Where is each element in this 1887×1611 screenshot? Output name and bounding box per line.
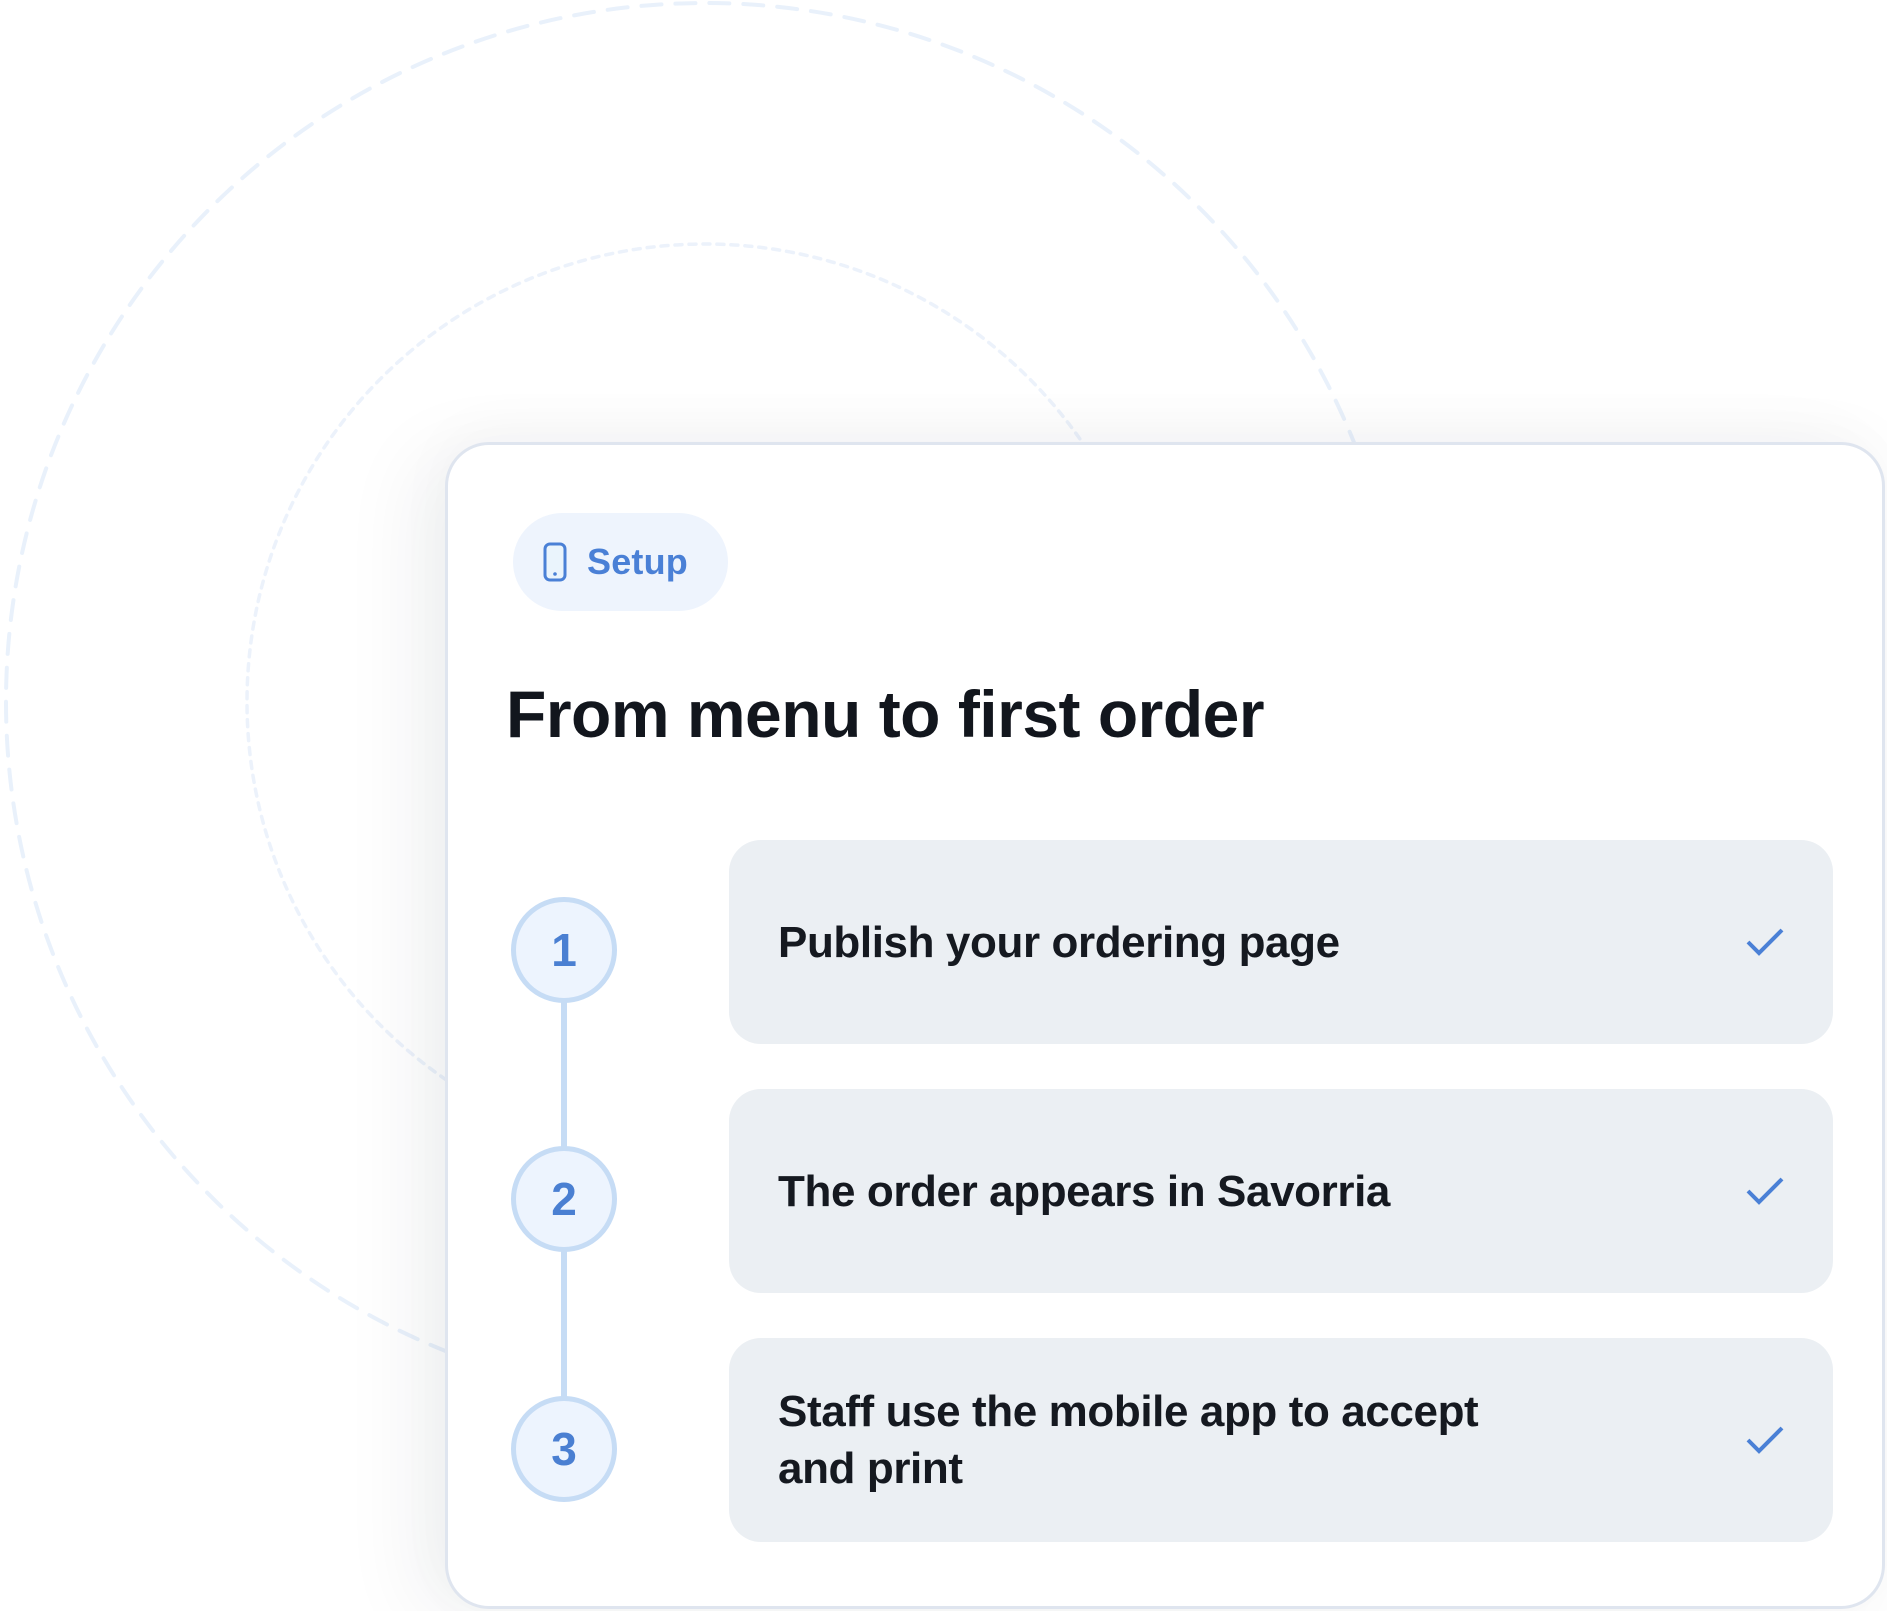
smartphone-icon (543, 542, 567, 582)
step-label: The order appears in Savorria (778, 1166, 1390, 1216)
setup-badge-label: Setup (587, 541, 689, 582)
step-item[interactable]: Staff use the mobile app to accept and p… (729, 1338, 1833, 1542)
step-label: Publish your ordering page (778, 917, 1340, 967)
check-icon (1746, 1177, 1784, 1205)
onboarding-card: Setup From menu to first order 1 2 3 Pub… (445, 442, 1885, 1609)
step-number-badge: 2 (511, 1146, 617, 1252)
step-number-badge: 1 (511, 897, 617, 1003)
check-icon (1746, 928, 1784, 956)
step-label: Staff use the mobile app to accept and p… (778, 1387, 1479, 1493)
step-item[interactable]: Publish your ordering page (729, 840, 1833, 1044)
setup-badge: Setup (513, 513, 729, 611)
timeline-connector (561, 1249, 567, 1399)
step-item[interactable]: The order appears in Savorria (729, 1089, 1833, 1293)
timeline-connector (561, 1001, 567, 1151)
card-title: From menu to first order (506, 677, 1265, 751)
step-number-badge: 3 (511, 1396, 617, 1502)
check-icon (1746, 1426, 1784, 1454)
